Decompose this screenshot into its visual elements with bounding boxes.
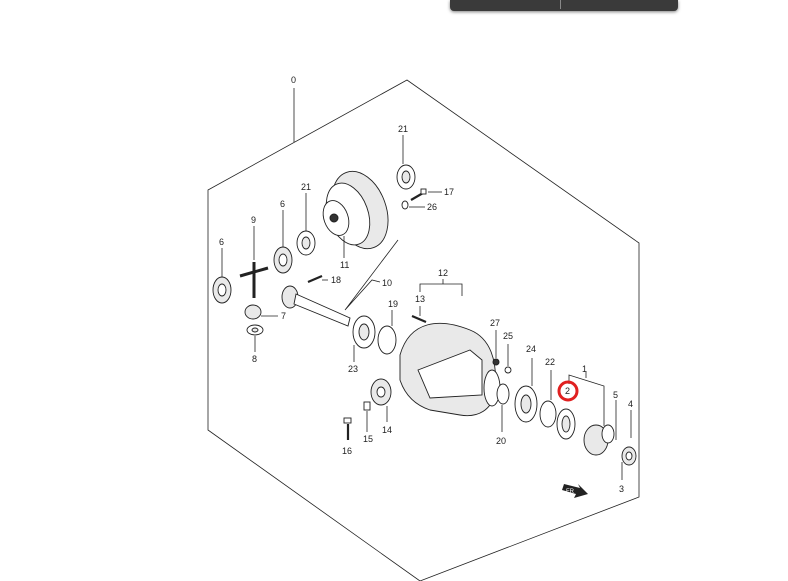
forward-badge: FR <box>566 489 575 495</box>
differential-housing[interactable] <box>399 323 501 417</box>
washer-8[interactable] <box>246 324 264 336</box>
callout-8: 8 <box>252 354 257 364</box>
clip-15[interactable] <box>363 401 371 411</box>
callout-24: 24 <box>526 344 536 354</box>
callout-26: 26 <box>427 202 437 212</box>
bearing-21-top[interactable] <box>396 164 416 190</box>
pinion-gear-14[interactable] <box>370 378 392 406</box>
bearing-23[interactable] <box>352 315 376 349</box>
callout-1: 1 <box>582 364 587 374</box>
callout-20: 20 <box>496 436 506 446</box>
assembly-boundary <box>207 79 640 581</box>
callout-13: 13 <box>415 294 425 304</box>
callout-21-top: 21 <box>398 124 408 134</box>
part-2-ring[interactable] <box>556 408 576 440</box>
callout-23: 23 <box>348 364 358 374</box>
callout-7: 7 <box>281 311 286 321</box>
bolt-16[interactable] <box>343 417 352 440</box>
callout-3: 3 <box>619 484 624 494</box>
pinion-cross-9[interactable] <box>239 262 269 298</box>
callout-19: 19 <box>388 299 398 309</box>
callout-25: 25 <box>503 331 513 341</box>
callout-27: 27 <box>490 318 500 328</box>
callout-6-right: 6 <box>280 199 285 209</box>
bearing-24[interactable] <box>514 385 538 423</box>
callout-17: 17 <box>444 187 454 197</box>
bolt-17[interactable] <box>410 188 427 201</box>
oil-seal-20[interactable] <box>496 383 510 405</box>
toolbar-divider <box>560 0 561 9</box>
callout-labels: 0 21 17 26 21 6 9 6 11 10 18 12 13 19 7 … <box>219 75 633 494</box>
spacer-22[interactable] <box>539 400 557 428</box>
callout-22: 22 <box>545 357 555 367</box>
forward-direction-arrow: FR <box>562 484 588 498</box>
ring-gear[interactable] <box>318 164 398 257</box>
bolt-18[interactable] <box>307 274 323 284</box>
callout-12: 12 <box>438 268 448 278</box>
callout-5: 5 <box>613 390 618 400</box>
callout-10: 10 <box>382 278 392 288</box>
callout-2-highlight <box>557 380 579 402</box>
callout-16: 16 <box>342 446 352 456</box>
callout-0: 0 <box>291 75 296 85</box>
washer-26[interactable] <box>401 200 409 210</box>
callout-18: 18 <box>331 275 341 285</box>
side-gear-6-right[interactable] <box>273 246 293 274</box>
shim-19[interactable] <box>377 325 397 355</box>
callout-6-left: 6 <box>219 237 224 247</box>
callout-11: 11 <box>340 260 349 270</box>
callout-9: 9 <box>251 215 256 225</box>
drive-pinion[interactable] <box>281 285 351 327</box>
flange-nut[interactable] <box>621 446 637 466</box>
bearing-21-left[interactable] <box>296 230 316 256</box>
callout-2: 2 <box>565 386 570 396</box>
callout-14: 14 <box>382 425 392 435</box>
callout-15: 15 <box>363 434 373 444</box>
callout-21-left: 21 <box>301 182 311 192</box>
pinion-gear-7[interactable] <box>244 304 262 320</box>
viewer-toolbar <box>450 0 678 11</box>
callout-4: 4 <box>628 399 633 409</box>
companion-flange[interactable] <box>583 424 615 456</box>
side-gear-6-left[interactable] <box>212 276 232 304</box>
